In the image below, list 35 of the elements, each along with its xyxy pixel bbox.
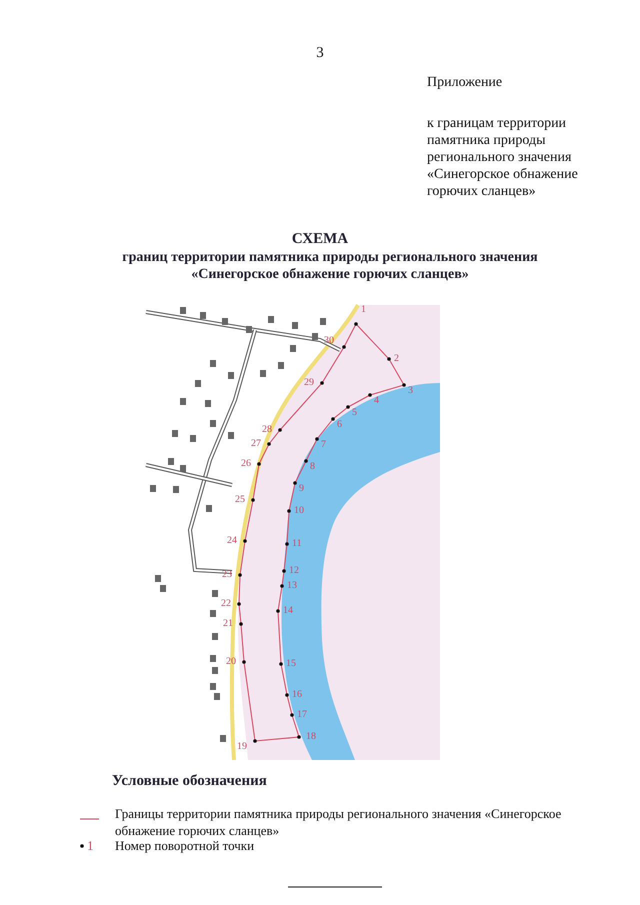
point-number: 1 xyxy=(87,838,94,854)
point-number: 4 xyxy=(374,395,379,406)
point-number: 27 xyxy=(251,438,261,449)
point-number: 22 xyxy=(221,598,231,609)
point-number: 24 xyxy=(227,535,237,546)
point-number: 6 xyxy=(337,419,342,430)
point-number: 8 xyxy=(310,461,315,472)
legend-text: Номер поворотной точки xyxy=(115,838,254,854)
point-number: 12 xyxy=(289,565,299,576)
appendix-heading: Приложение xyxy=(427,75,502,91)
legend-heading: Условные обозначения xyxy=(112,773,267,790)
point-number: 9 xyxy=(299,483,304,494)
diagram-subtitle: границ территории памятника природы регионального значения «Синегорское обнажение горючих сланцев» xyxy=(121,249,539,283)
point-number: 10 xyxy=(294,505,304,516)
point-number: 2 xyxy=(394,353,399,364)
point-number: 11 xyxy=(292,538,302,549)
point-number: 3 xyxy=(408,385,413,396)
point-number: 1 xyxy=(361,304,366,315)
page-number: 3 xyxy=(315,45,325,62)
point-number: 18 xyxy=(306,731,316,742)
point-number: 26 xyxy=(241,458,251,469)
diagram-title: СХЕМА xyxy=(290,231,350,248)
appendix-note: к границам территории памятника природы регионального значения «Синегорское обнажение горючих сланцев» xyxy=(427,115,579,200)
point-number: 16 xyxy=(292,689,302,700)
point-number: 30 xyxy=(324,335,334,346)
point-number: 5 xyxy=(352,407,357,418)
point-number: 25 xyxy=(235,494,245,505)
point-number: 17 xyxy=(297,709,307,720)
legend-text: Границы территории памятника природы регионального значения «Синегорское обнажение горючих сланцев» xyxy=(115,805,562,839)
point-number: 7 xyxy=(321,439,326,450)
point-number: 13 xyxy=(287,580,297,591)
point-number: 29 xyxy=(304,377,314,388)
point-number: 14 xyxy=(283,605,293,616)
point-number: 19 xyxy=(237,741,247,752)
point-number: 15 xyxy=(286,658,296,669)
